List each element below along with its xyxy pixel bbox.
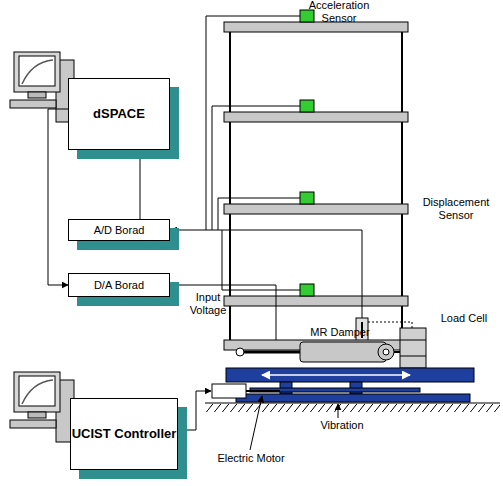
box-text: UCIST Controller	[72, 427, 177, 442]
computer-icon	[10, 52, 74, 122]
box-text: A/D Borad	[94, 224, 145, 236]
signal-label: Input Voltage	[178, 291, 238, 316]
input-voltage-wire	[171, 285, 276, 340]
system-box: UCIST Controller	[70, 398, 178, 470]
box-text: dSPACE	[93, 107, 145, 122]
signal-arrow	[140, 150, 141, 219]
load-cell	[394, 328, 426, 368]
mr-damper	[236, 342, 394, 362]
board-box: A/D Borad	[68, 219, 170, 241]
ground	[205, 403, 500, 412]
part-label: MR Damper	[300, 326, 380, 339]
electric-motor	[212, 384, 280, 398]
board-box: D/A Borad	[68, 273, 170, 297]
sensor-label: Displacement Sensor	[414, 196, 498, 221]
part-label: Electric Motor	[206, 452, 296, 465]
system-box: dSPACE	[68, 78, 170, 150]
box-text: D/A Borad	[94, 279, 144, 291]
computer-icon	[10, 372, 74, 442]
motion-label: Vibration	[312, 419, 372, 432]
sensor-wire	[171, 16, 362, 318]
acceleration-sensor	[300, 10, 314, 296]
shake-table	[226, 368, 474, 402]
building-frame	[224, 22, 408, 345]
signal-arrow	[48, 109, 68, 285]
sensor-label: Acceleration Sensor	[294, 0, 384, 24]
part-label: Load Cell	[430, 312, 498, 325]
